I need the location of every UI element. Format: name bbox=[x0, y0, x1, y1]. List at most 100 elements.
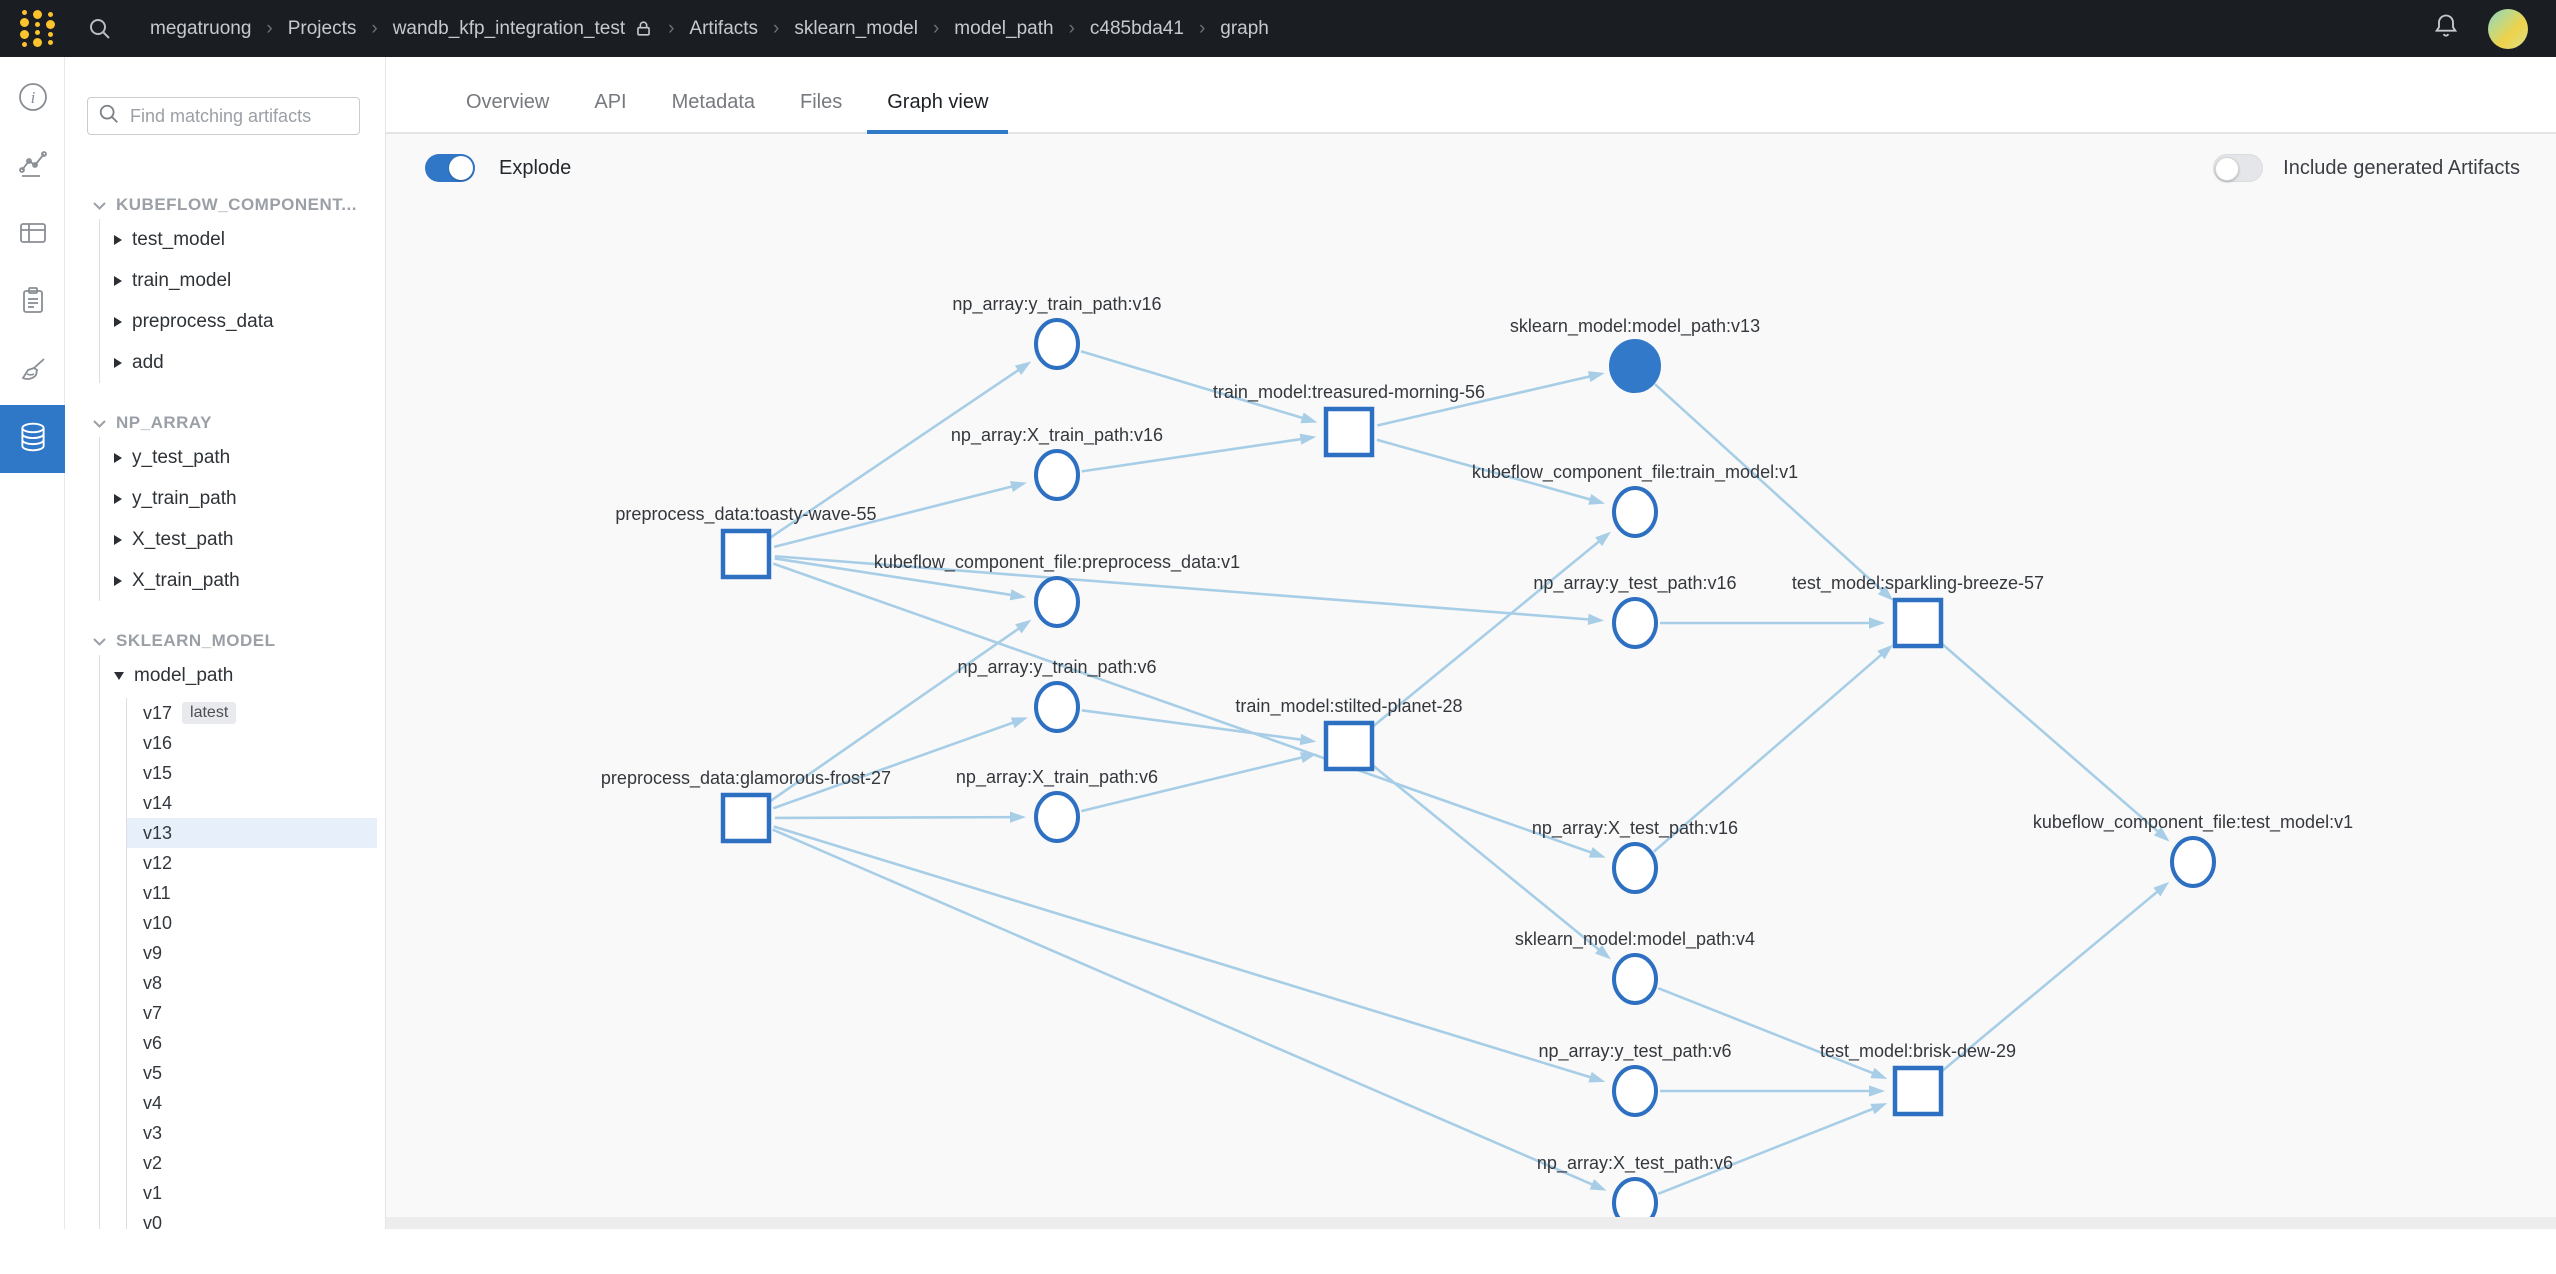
graph-edge-arrowhead bbox=[1010, 481, 1027, 492]
version-item-v0[interactable]: v0 bbox=[127, 1208, 377, 1229]
breadcrumb-item-wandb_kfp_integration_test[interactable]: wandb_kfp_integration_test bbox=[393, 18, 625, 40]
tree-item-model_path[interactable]: model_path bbox=[114, 655, 385, 696]
tree-section-header[interactable]: KUBEFLOW_COMPONENT... bbox=[93, 191, 385, 219]
graph-node-y_train16[interactable] bbox=[1036, 320, 1078, 368]
breadcrumb-item-model_path[interactable]: model_path bbox=[954, 18, 1053, 40]
tree-section-header[interactable]: SKLEARN_MODEL bbox=[93, 627, 385, 655]
include-generated-artifacts-toggle[interactable] bbox=[2213, 154, 2263, 182]
tree-item-train_model[interactable]: train_model bbox=[114, 260, 385, 301]
tree-item-preprocess_data[interactable]: preprocess_data bbox=[114, 301, 385, 342]
graph-node-X_train6[interactable] bbox=[1036, 793, 1078, 841]
version-item-v14[interactable]: v14 bbox=[127, 788, 377, 818]
version-item-v15[interactable]: v15 bbox=[127, 758, 377, 788]
graph-node-kcf_test[interactable] bbox=[2172, 838, 2214, 886]
graph-node-y_test16[interactable] bbox=[1614, 599, 1656, 647]
tab-files[interactable]: Files bbox=[780, 91, 862, 132]
tab-graph-view[interactable]: Graph view bbox=[867, 91, 1008, 132]
graph-node-brisk[interactable] bbox=[1895, 1068, 1941, 1114]
graph-edge-arrowhead bbox=[1015, 620, 1031, 634]
version-item-v5[interactable]: v5 bbox=[127, 1058, 377, 1088]
version-item-v1[interactable]: v1 bbox=[127, 1178, 377, 1208]
graph-node-label: np_array:X_test_path:v16 bbox=[1532, 818, 1738, 839]
version-item-v7[interactable]: v7 bbox=[127, 998, 377, 1028]
breadcrumb-item-Projects[interactable]: Projects bbox=[288, 18, 357, 40]
breadcrumb-item-c485bda41[interactable]: c485bda41 bbox=[1090, 18, 1184, 40]
broom-icon bbox=[17, 353, 49, 390]
graph-node-model4[interactable] bbox=[1614, 955, 1656, 1003]
version-item-v8[interactable]: v8 bbox=[127, 968, 377, 998]
graph-edge bbox=[773, 830, 1597, 1187]
search-icon[interactable] bbox=[88, 17, 112, 41]
graph-edge-arrowhead bbox=[1300, 752, 1317, 763]
version-item-v3[interactable]: v3 bbox=[127, 1118, 377, 1148]
graph-node-label: sklearn_model:model_path:v4 bbox=[1515, 929, 1755, 950]
graph-node-stilted[interactable] bbox=[1326, 723, 1372, 769]
graph-node-kcf_train[interactable] bbox=[1614, 488, 1656, 536]
graph-node-y_test6[interactable] bbox=[1614, 1067, 1656, 1115]
graph-edge-arrowhead bbox=[1588, 1072, 1605, 1083]
graph-edge bbox=[773, 564, 1595, 854]
graph-node-y_train6[interactable] bbox=[1036, 683, 1078, 731]
sidebar-item-overview[interactable]: i bbox=[0, 65, 65, 133]
tab-api[interactable]: API bbox=[574, 91, 646, 132]
graph-edge-arrowhead bbox=[1010, 589, 1027, 600]
version-item-v9[interactable]: v9 bbox=[127, 938, 377, 968]
graph-node-kcf_pre[interactable] bbox=[1036, 578, 1078, 626]
tree-item-X_test_path[interactable]: X_test_path bbox=[114, 519, 385, 560]
graph-node-treasured[interactable] bbox=[1326, 409, 1372, 455]
breadcrumb-item-graph[interactable]: graph bbox=[1220, 18, 1269, 40]
tab-metadata[interactable]: Metadata bbox=[652, 91, 775, 132]
graph-node-X_train16[interactable] bbox=[1036, 451, 1078, 499]
tree-item-test_model[interactable]: test_model bbox=[114, 219, 385, 260]
horizontal-scrollbar[interactable] bbox=[386, 1217, 2556, 1229]
graph-node-toasty[interactable] bbox=[723, 531, 769, 577]
wandb-logo[interactable] bbox=[20, 13, 54, 45]
tree-item-add[interactable]: add bbox=[114, 342, 385, 383]
table-icon bbox=[17, 217, 49, 254]
caret-right-icon bbox=[114, 276, 122, 286]
graph-edge-arrowhead bbox=[1300, 434, 1317, 445]
tab-overview[interactable]: Overview bbox=[446, 91, 569, 132]
graph-edge bbox=[773, 721, 1017, 808]
caret-down-icon bbox=[114, 672, 124, 680]
tree-item-X_train_path[interactable]: X_train_path bbox=[114, 560, 385, 601]
explode-toggle[interactable] bbox=[425, 154, 475, 182]
bell-icon[interactable] bbox=[2432, 12, 2460, 45]
version-item-v6[interactable]: v6 bbox=[127, 1028, 377, 1058]
version-item-v4[interactable]: v4 bbox=[127, 1088, 377, 1118]
version-item-v16[interactable]: v16 bbox=[127, 728, 377, 758]
artifact-search-input[interactable] bbox=[130, 106, 349, 127]
artifact-search-box[interactable] bbox=[87, 97, 360, 135]
avatar[interactable] bbox=[2488, 9, 2528, 49]
version-item-v13[interactable]: v13 bbox=[127, 818, 377, 848]
search-icon bbox=[98, 103, 120, 130]
caret-right-icon bbox=[114, 494, 122, 504]
sidebar-item-sweeps[interactable] bbox=[0, 337, 65, 405]
sidebar-item-logs[interactable] bbox=[0, 269, 65, 337]
version-item-v10[interactable]: v10 bbox=[127, 908, 377, 938]
database-icon bbox=[16, 420, 50, 459]
graph-node-label: kubeflow_component_file:preprocess_data:… bbox=[874, 552, 1240, 573]
version-item-v2[interactable]: v2 bbox=[127, 1148, 377, 1178]
sidebar-item-artifacts[interactable] bbox=[0, 405, 65, 473]
graph-node-label: kubeflow_component_file:train_model:v1 bbox=[1472, 462, 1798, 483]
breadcrumb-item-megatruong[interactable]: megatruong bbox=[150, 18, 251, 40]
graph-node-model13[interactable] bbox=[1611, 341, 1659, 391]
graph-node-sparkling[interactable] bbox=[1895, 600, 1941, 646]
tree-item-y_test_path[interactable]: y_test_path bbox=[114, 437, 385, 478]
sidebar-item-tables[interactable] bbox=[0, 201, 65, 269]
tree-section-header[interactable]: NP_ARRAY bbox=[93, 409, 385, 437]
version-item-v12[interactable]: v12 bbox=[127, 848, 377, 878]
breadcrumb-item-Artifacts[interactable]: Artifacts bbox=[689, 18, 758, 40]
graph-node-X_test16[interactable] bbox=[1614, 844, 1656, 892]
version-item-v11[interactable]: v11 bbox=[127, 878, 377, 908]
graph-node-label: train_model:treasured-morning-56 bbox=[1213, 382, 1485, 403]
graph-controls: Explode Include generated Artifacts bbox=[386, 136, 2556, 200]
breadcrumb-item-sklearn_model[interactable]: sklearn_model bbox=[794, 18, 918, 40]
graph-node-label: np_array:X_train_path:v16 bbox=[951, 425, 1163, 446]
tree-item-y_train_path[interactable]: y_train_path bbox=[114, 478, 385, 519]
graph-node-glamorous[interactable] bbox=[723, 795, 769, 841]
sidebar-item-charts[interactable] bbox=[0, 133, 65, 201]
graph-node-label: np_array:y_train_path:v6 bbox=[957, 657, 1156, 678]
